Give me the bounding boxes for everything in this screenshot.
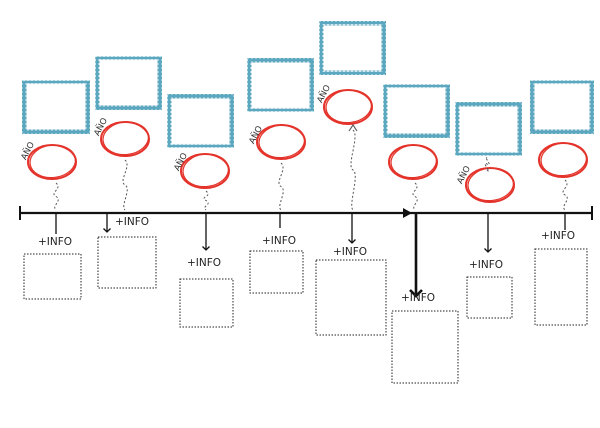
photo-frame-5: [319, 21, 386, 75]
info-box-7: [466, 276, 513, 319]
arrow-down-icon-2: [103, 228, 111, 233]
info-box-8: [534, 248, 588, 326]
year-circle-1: [27, 144, 77, 180]
photo-frame-3: [167, 94, 234, 148]
year-circles: [27, 89, 588, 203]
photo-frame-inner-5: [323, 25, 382, 71]
photo-frame-1: [22, 80, 90, 134]
info-label-6: +INFO: [401, 292, 435, 304]
year-circle-stroke-2: [102, 121, 150, 156]
info-box-4: [249, 250, 304, 294]
photo-frame-inner-2: [99, 60, 158, 106]
info-box-2: [97, 236, 157, 289]
photo-frame-4: [247, 58, 314, 112]
info-boxes: [23, 236, 588, 384]
squiggle-connector-1: [53, 182, 59, 211]
photo-frame-inner-1: [26, 84, 86, 130]
photo-frame-8: [530, 80, 594, 134]
info-box-6: [391, 310, 459, 384]
arrow-down-icon-5: [348, 239, 356, 244]
year-circle-6: [388, 144, 438, 180]
timeline-arrow-icon: [403, 208, 412, 218]
year-circle-stroke-7: [467, 167, 515, 202]
info-label-7: +INFO: [469, 259, 503, 271]
year-circle-stroke-4: [258, 124, 306, 159]
photo-frame-6: [383, 84, 450, 138]
info-label-8: +INFO: [541, 230, 575, 242]
year-circle-2: [100, 121, 150, 157]
year-circle-stroke-1: [29, 144, 77, 179]
year-circle-stroke-8: [540, 142, 588, 177]
photo-frame-inner-4: [251, 62, 310, 108]
arrow-down-icon-6: [409, 289, 423, 298]
squiggle-connector-7: [484, 156, 490, 172]
photo-frames: [22, 21, 594, 156]
photo-frame-2: [95, 56, 162, 110]
info-label-2: +INFO: [115, 216, 149, 228]
squiggle-connector-3: [203, 190, 209, 211]
arrow-down-icon-3: [202, 246, 210, 251]
photo-frame-inner-6: [387, 88, 446, 134]
year-label-5: AÑO: [315, 83, 334, 105]
squiggle-connector-5: [350, 129, 356, 211]
info-label-4: +INFO: [262, 235, 296, 247]
photo-frame-inner-3: [171, 98, 230, 144]
year-label-4: AÑO: [247, 124, 266, 146]
year-circle-8: [538, 142, 588, 178]
year-circle-7: [465, 167, 515, 203]
year-circle-stroke-6: [390, 144, 438, 179]
info-box-5: [315, 259, 387, 336]
info-box-1: [23, 253, 82, 300]
info-label-5: +INFO: [333, 246, 367, 258]
squiggle-connector-8: [562, 179, 568, 211]
info-label-1: +INFO: [38, 236, 72, 248]
info-label-3: +INFO: [187, 257, 221, 269]
squiggle-connector-4: [278, 162, 284, 211]
year-circle-stroke-5: [325, 89, 373, 124]
year-circle-stroke-3: [182, 153, 230, 188]
photo-frame-inner-8: [534, 84, 590, 130]
connectors: [53, 124, 568, 211]
photo-frame-7: [455, 102, 522, 156]
info-box-3: [179, 278, 234, 328]
squiggle-connector-2: [122, 159, 128, 211]
squiggle-connector-6: [412, 182, 418, 211]
connector-arrow-up-icon: [348, 124, 358, 132]
photo-frame-inner-7: [459, 106, 518, 152]
arrow-down-icon-7: [484, 248, 492, 253]
year-circle-5: [323, 89, 373, 125]
timeline-axis: [19, 206, 593, 298]
